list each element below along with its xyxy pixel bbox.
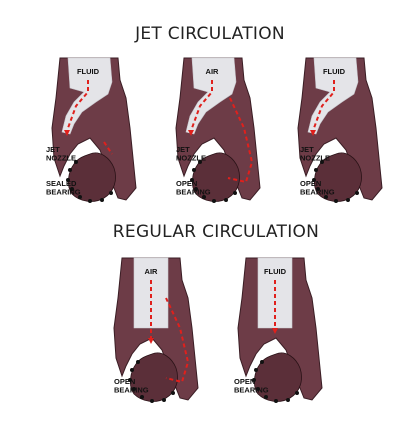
label-second-line: NOZZLE bbox=[300, 154, 330, 163]
bit-jet-fluid-open: FLUID bbox=[297, 57, 383, 204]
label-second-line: BEARING bbox=[46, 188, 81, 197]
fluid-label: AIR bbox=[145, 267, 159, 276]
label-second-line: NOZZLE bbox=[46, 154, 76, 163]
bit-regular-air: AIR bbox=[113, 257, 199, 404]
fluid-label: FLUID bbox=[77, 67, 100, 76]
section-title-jet: JET CIRCULATION bbox=[134, 24, 285, 44]
label-second-line: BEARING bbox=[114, 386, 149, 395]
bit-jet-sealed: FLUID bbox=[51, 57, 137, 204]
section-title-regular: REGULAR CIRCULATION bbox=[113, 222, 319, 242]
bit-regular-fluid: FLUID bbox=[237, 257, 323, 404]
label-second-line: BEARING bbox=[234, 386, 269, 395]
fluid-label: FLUID bbox=[323, 67, 346, 76]
label-second-line: BEARING bbox=[300, 188, 335, 197]
label-second-line: BEARING bbox=[176, 188, 211, 197]
label-second-line: NOZZLE bbox=[176, 154, 206, 163]
fluid-label: FLUID bbox=[264, 267, 287, 276]
fluid-label: AIR bbox=[206, 67, 220, 76]
bit-jet-air: AIR bbox=[175, 57, 261, 204]
